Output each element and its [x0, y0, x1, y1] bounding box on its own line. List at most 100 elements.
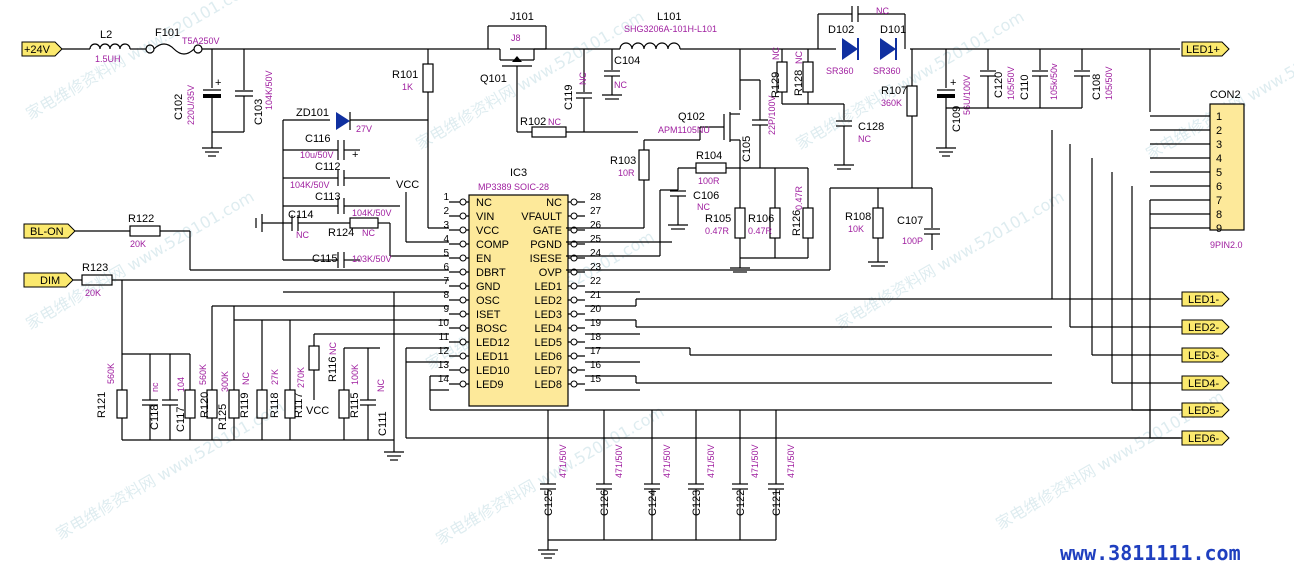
r126-value: 0.47R	[794, 185, 804, 210]
ic-pin-name: VCC	[476, 225, 499, 237]
resistor-r104	[695, 162, 727, 174]
net-label-led6m: LED6-	[1188, 433, 1220, 445]
resistor-r115	[338, 389, 350, 419]
ic-pin-marker	[570, 282, 578, 290]
c120-value: 105/50V	[1006, 66, 1016, 100]
c114-ref: C114	[288, 209, 313, 221]
boost-stage: L101 SHG3206A-101H-L101 C119 NC C104 NC …	[563, 6, 1114, 273]
ic-pin-number: 18	[590, 332, 602, 343]
ic-pin-name: LED10	[476, 365, 510, 377]
ic-pin-name: LED4	[534, 323, 562, 335]
c109-ref: C109	[951, 106, 963, 132]
zd101-value: 27V	[356, 124, 372, 134]
ic-pin-marker	[570, 212, 578, 220]
ic-pin-number: 3	[443, 220, 449, 231]
net-label-led1m: LED1-	[1188, 294, 1220, 306]
control-inputs: BL-ON R122 20K DIM R123 20K	[23, 213, 449, 298]
c123-value: 471/50V	[706, 444, 716, 478]
bottom-capacitor-bank: C125471/50VC126471/50VC124471/50VC123471…	[538, 410, 796, 559]
ic-pin-number: 12	[438, 346, 450, 357]
ic-pin-marker	[459, 254, 467, 262]
con2-pin-number: 3	[1216, 139, 1222, 151]
con2-pin-number: 6	[1216, 181, 1222, 193]
ic-pin-marker	[570, 338, 578, 346]
bypass-cap-value: NC	[876, 6, 889, 16]
ic-pin-number: 19	[590, 318, 602, 329]
r105-ref: R105	[705, 213, 731, 225]
ic-pin-name: NC	[476, 197, 492, 209]
watermark-text: 家电维修资料网 www.520101.com	[23, 0, 258, 123]
c122-value: 471/50V	[750, 444, 760, 478]
ic-pin-number: 26	[590, 220, 602, 231]
ic-pin-marker	[459, 380, 467, 388]
c126-ref: C126	[599, 490, 611, 516]
c108-ref: C108	[1091, 74, 1103, 100]
net-label-vcc: VCC	[396, 179, 419, 191]
inductor-l101	[619, 42, 681, 50]
resistor-r101-group: R101 1K	[392, 49, 449, 229]
c113-ref: C113	[315, 191, 340, 203]
l101-ref: L101	[657, 11, 681, 23]
svg-text:+: +	[950, 77, 956, 89]
con2-body	[1209, 103, 1245, 231]
resistor-r105	[734, 207, 746, 239]
ic-pin-number: 21	[590, 290, 602, 301]
r116-ref: R116	[327, 357, 339, 382]
ic-pin-name: BOSC	[476, 323, 507, 335]
r122-ref: R122	[128, 213, 154, 225]
ic-pin-name: LED9	[476, 379, 504, 391]
ic-pin-name: OVP	[539, 267, 562, 279]
net-label-led1-plus: LED1+	[1186, 44, 1220, 56]
c115-ref: C115	[312, 253, 337, 265]
ic-pin-number: 28	[590, 192, 602, 203]
ic-pin-number: 7	[443, 276, 449, 287]
c122-ref: C122	[735, 490, 747, 516]
c125-ref: C125	[543, 490, 555, 516]
c103-value: 104K/50V	[264, 70, 274, 110]
ic-pin-marker	[459, 268, 467, 276]
c114-value: NC	[296, 230, 309, 240]
ic-pin-name: PGND	[530, 239, 562, 251]
c117-ref: C117	[175, 407, 187, 432]
con2-pin-number: 7	[1216, 195, 1222, 207]
ic-pin-number: 8	[443, 290, 449, 301]
ic-pin-number: 16	[590, 360, 602, 371]
c121-value: 471/50V	[786, 444, 796, 478]
resistor-r101	[422, 63, 434, 93]
c106-value: NC	[697, 202, 710, 212]
resistor-r119	[228, 389, 240, 419]
l101-value: SHG3206A-101H-L101	[624, 24, 717, 34]
fuse-f101	[153, 43, 195, 55]
r102-ref: R102	[520, 116, 546, 128]
ic-pin-number: 20	[590, 304, 602, 315]
c112-ref: C112	[315, 161, 340, 173]
input-caps: + C102 220U/35V C103 104K/50V	[173, 49, 274, 157]
ic-pin-name: LED6	[534, 351, 562, 363]
ic-pin-number: 14	[438, 374, 450, 385]
ic-pin-name: LED3	[534, 309, 562, 321]
net-tag-dim	[23, 272, 74, 288]
r101-ref: R101	[392, 69, 418, 81]
net-tag-bl-on	[23, 223, 76, 239]
r103-ref: R103	[610, 155, 636, 167]
q101-ref: Q101	[480, 73, 507, 85]
ic-pin-number: 11	[439, 332, 450, 343]
r115-ref: R115	[349, 393, 361, 418]
ic-pin-name: VIN	[476, 211, 494, 223]
ic-pin-name: LED2	[534, 295, 562, 307]
ic-pin-name: LED12	[476, 337, 510, 349]
r121-value: 560K	[106, 363, 116, 384]
r103-value: 10R	[618, 168, 635, 178]
c104-ref: C104	[614, 55, 640, 67]
watermark-text: 家电维修资料网 www.520101.com	[433, 402, 668, 549]
ic-pin-name: LED11	[476, 351, 509, 363]
r126-ref: R126	[791, 210, 803, 236]
c109-value: 56U/100V	[962, 75, 972, 115]
c102-value: 220U/35V	[186, 85, 196, 125]
net-tag-led2m	[1181, 319, 1230, 335]
ic-pin-number: 1	[443, 192, 449, 203]
resistor-r108	[872, 207, 884, 239]
switch-q101: J101 J8 Q101 R102 NC	[480, 11, 638, 138]
r116-value: NC	[328, 342, 338, 355]
